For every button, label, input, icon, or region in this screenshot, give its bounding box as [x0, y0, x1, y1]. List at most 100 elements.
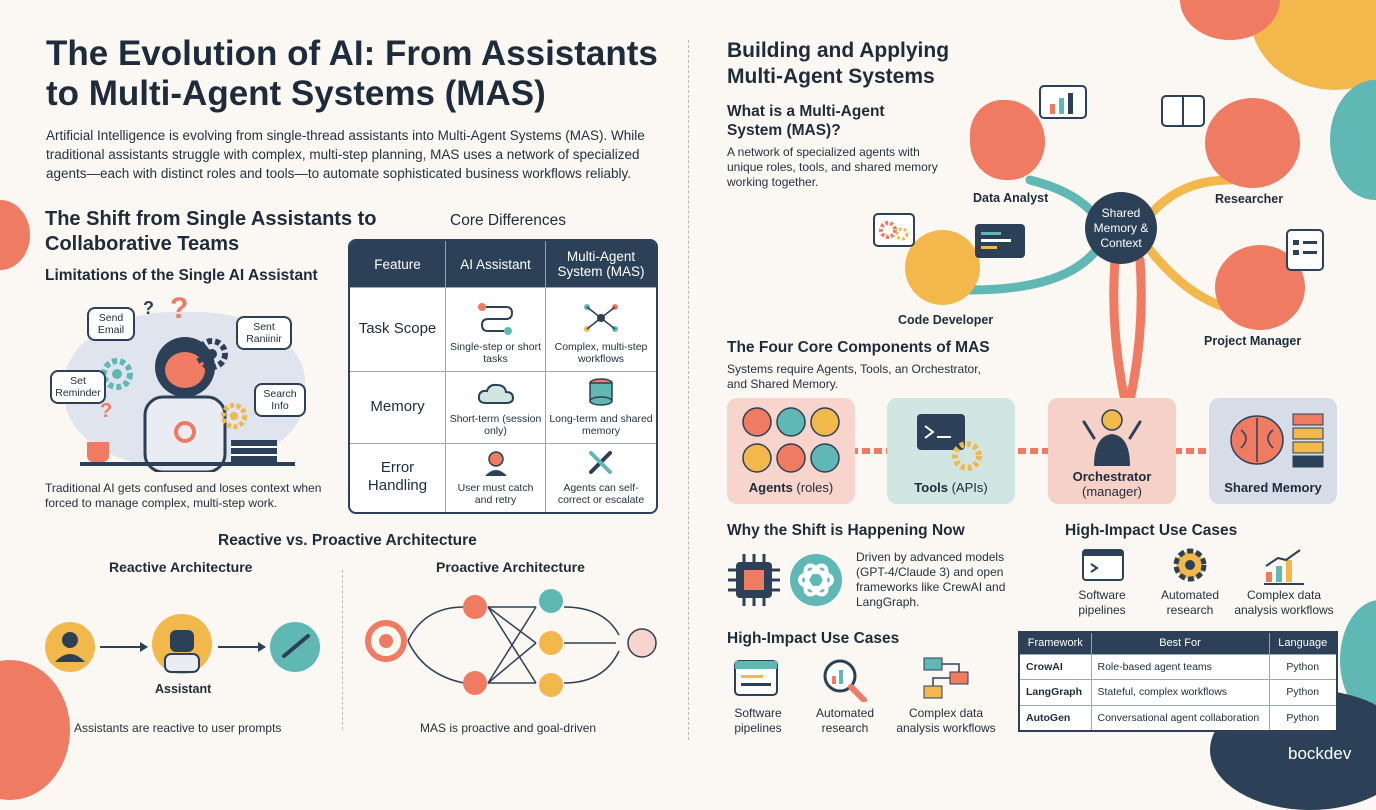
reactive-divider [342, 570, 343, 730]
network-icon [584, 304, 618, 332]
fw-best-for: Conversational agent collaboration [1091, 704, 1270, 731]
use-case-left-research: Automated research [815, 706, 875, 735]
role-data-analyst: Data Analyst [973, 191, 1049, 205]
core-differences-heading: Core Differences [450, 212, 567, 229]
software-pipeline-icon [734, 660, 778, 696]
use-case-left-software: Software pipelines [734, 706, 782, 735]
assistant-error-handling: User must catch and retry [457, 482, 534, 506]
question-mark-icon: ? [143, 298, 154, 318]
assistant-error-cell: User must catch and retry [446, 443, 546, 512]
agent-icon [539, 631, 563, 655]
proactive-flow [365, 589, 657, 697]
component-orchestrator-name: Orchestrator [1072, 469, 1152, 484]
speech-bubble-search-info: Search Info [254, 383, 306, 417]
table-row: Task Scope Single-step or short tasks Co… [350, 287, 656, 371]
conductor-icon [1082, 409, 1142, 466]
components-heading: The Four Core Components of MAS [727, 339, 990, 356]
use-cases-right-heading: High-Impact Use Cases [1065, 522, 1238, 539]
mas-task-scope-cell: Complex, multi-step workflows [546, 287, 656, 371]
brand-label: bockdev [1288, 744, 1352, 763]
what-is-mas-heading: What is a Multi-Agent System (MAS)? [727, 103, 885, 139]
fw-language: Python [1269, 704, 1337, 731]
component-shared-memory-name: Shared Memory [1224, 480, 1322, 495]
confused-user-icon [484, 451, 507, 476]
settings-gears-icon [873, 213, 915, 247]
single-path-icon [477, 303, 513, 335]
coffee-mug-icon [87, 442, 109, 462]
component-shared-memory: Shared Memory [1209, 398, 1337, 504]
fw-best-for: Stateful, complex workflows [1091, 679, 1270, 705]
decor-blob-teal-right [1330, 80, 1376, 200]
assistant-label: Assistant [155, 682, 212, 696]
feature-error-handling: Error Handling [350, 443, 446, 512]
why-text: Driven by advanced models (GPT-4/Claude … [856, 550, 1006, 609]
table-row: AutoGen Conversational agent collaborati… [1019, 704, 1337, 731]
role-researcher: Researcher [1215, 192, 1284, 206]
component-agents: Agents (roles) [727, 398, 855, 504]
speech-bubble-send-email: Send Email [87, 307, 135, 341]
intro-text: Artificial Intelligence is evolving from… [46, 128, 645, 181]
agents-faces-icon [742, 407, 840, 473]
decor-blob-coral-bottom-left [0, 660, 70, 800]
brain-memory-icon [1230, 413, 1324, 468]
speech-bubble-sent: Sent Raniinir [236, 316, 292, 350]
research-gear-icon [1173, 548, 1207, 582]
shift-heading: The Shift from Single Assistants to Coll… [45, 208, 377, 255]
limitations-heading: Limitations of the Single AI Assistant [45, 267, 318, 284]
fw-language: Python [1269, 653, 1337, 680]
architecture-heading: Reactive vs. Proactive Architecture [218, 532, 477, 549]
assistant-memory: Short-term (session only) [449, 413, 542, 437]
table-header-feature: Feature [350, 241, 446, 287]
assistant-task-scope-cell: Single-step or short tasks [446, 287, 546, 371]
use-case-right-software: Software pipelines [1078, 588, 1126, 617]
code-editor-icon [975, 224, 1025, 258]
component-tools-note: (APIs) [947, 480, 988, 495]
fw-language: Python [1269, 679, 1337, 705]
agent-network-connectors [965, 175, 1240, 400]
component-orchestrator: Orchestrator(manager) [1048, 398, 1176, 504]
feature-memory: Memory [350, 371, 446, 443]
magnifier-research-icon [823, 659, 867, 702]
fw-name: LangGraph [1019, 679, 1092, 705]
table-row: CrowAI Role-based agent teams Python [1019, 653, 1337, 680]
chip-icon [728, 554, 780, 606]
mas-error-cell: Agents can self-correct or escalate [546, 443, 656, 512]
mas-task-scope: Complex, multi-step workflows [554, 341, 648, 365]
component-agents-label: Agents (roles) [727, 480, 855, 495]
gear-icon [196, 338, 228, 370]
table-header-row: Feature AI Assistant Multi-Agent System … [350, 241, 656, 287]
mas-error-handling: Agents can self-correct or escalate [557, 482, 645, 506]
cloud-icon [477, 383, 514, 404]
fw-header-best-for: Best For [1091, 632, 1270, 654]
workflow-icon [923, 657, 969, 699]
role-project-manager: Project Manager [1204, 334, 1302, 348]
component-orchestrator-note: (manager) [1082, 484, 1142, 499]
column-divider [688, 40, 689, 740]
desk [80, 462, 295, 466]
reactive-title: Reactive Architecture [109, 559, 253, 575]
components-subtext: Systems require Agents, Tools, an Orches… [727, 362, 981, 391]
assistant-task-scope: Single-step or short tasks [449, 341, 542, 365]
proactive-caption: MAS is proactive and goal-driven [420, 721, 597, 735]
component-tools-label: Tools (APIs) [887, 480, 1015, 495]
limitations-caption: Traditional AI gets confused and loses c… [45, 481, 322, 510]
tools-icon [589, 451, 612, 474]
fw-header-language: Language [1269, 632, 1337, 654]
use-case-left-analysis: Complex data analysis workflows [896, 706, 996, 735]
table-header-row: Framework Best For Language [1019, 632, 1337, 654]
agent-icon [539, 589, 563, 613]
mas-memory: Long-term and shared memory [549, 413, 653, 437]
why-heading: Why the Shift is Happening Now [727, 522, 965, 539]
reactive-caption: Assistants are reactive to user prompts [74, 721, 282, 735]
table-row: Error Handling User must catch and retry… [350, 443, 656, 512]
component-tools: Tools (APIs) [887, 398, 1015, 504]
analytics-chart-icon [1039, 85, 1087, 119]
table-header-mas: Multi-Agent System (MAS) [546, 241, 656, 287]
fw-header-framework: Framework [1019, 632, 1092, 654]
researcher-avatar [1205, 98, 1300, 188]
feature-task-scope: Task Scope [350, 287, 446, 371]
goal-agent-icon [627, 628, 657, 658]
component-orchestrator-label: Orchestrator(manager) [1048, 469, 1176, 499]
gear-icon [220, 402, 248, 430]
target-icon [365, 620, 407, 662]
